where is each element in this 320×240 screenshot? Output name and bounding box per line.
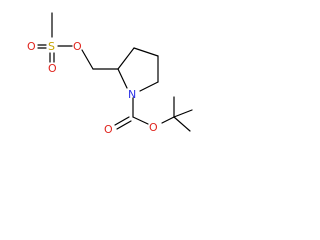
bond-c-o-ester [132,116,149,125]
atom-o-tbutyl-link: O [149,121,158,134]
bond-carbonyl [114,116,130,126]
bond-c2-c3 [117,47,135,70]
bond-c3-c4 [133,47,159,57]
bond-n-c2 [117,68,128,89]
atom-nitrogen: N [128,88,136,101]
atom-o-ester-link: O [73,40,82,53]
atom-o-carbonyl: O [104,123,113,136]
bond-o-ch2 [81,49,94,70]
bond-o-ctbu [161,116,175,124]
atom-sulfur: S [48,40,55,53]
atom-o-sulfonyl-bottom: O [48,62,57,75]
bond-carbonyl-2 [116,120,132,130]
bond-tbu-methyl-2 [173,109,193,118]
atom-o-sulfonyl-top: O [27,40,36,53]
bonds [37,12,193,132]
molecule-structure: O S O O N O O [27,12,193,136]
bond-tbu-methyl-3 [173,116,191,132]
bond-c5-n [139,81,159,92]
atom-labels: O S O O N O O [27,40,158,136]
